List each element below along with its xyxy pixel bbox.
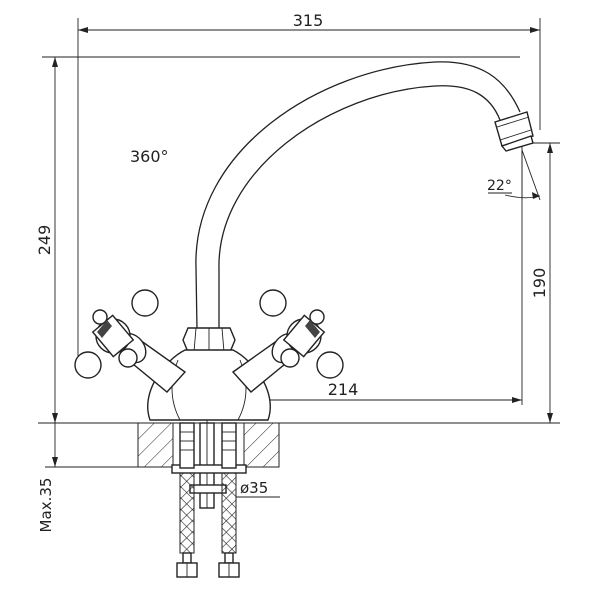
left-handle-knob-back	[92, 309, 108, 325]
right-handle-knob-back	[309, 309, 325, 325]
dimension-spout-height: 190	[520, 142, 560, 423]
left-handle-knob-left	[74, 351, 102, 379]
dimension-spout-reach: 315	[77, 11, 541, 360]
mounting-assembly	[171, 422, 247, 578]
dimension-max-deck: Max.35	[37, 423, 140, 532]
outlet-angle-label: 22°	[487, 178, 512, 194]
right-supply-hose	[218, 422, 240, 578]
left-cross-handle[interactable]	[74, 289, 159, 379]
right-handle-knob-top	[259, 289, 287, 317]
dimension-label-190: 190	[530, 268, 549, 299]
dimension-mount-hole: ø35	[236, 479, 280, 498]
outlet-angle-indicator: 22°	[487, 149, 541, 201]
dimension-label-max: Max.35	[37, 478, 55, 533]
swivel-angle-label: 360°	[130, 147, 169, 166]
mounting-deck	[137, 422, 280, 468]
spout-nut	[182, 327, 236, 353]
dimension-label-249: 249	[35, 225, 54, 256]
spout	[195, 61, 534, 331]
right-cross-handle[interactable]	[259, 289, 344, 379]
left-handle-knob-front	[118, 348, 138, 368]
left-handle-knob-top	[131, 289, 159, 317]
dimension-label-315: 315	[293, 11, 324, 30]
dimension-total-height: 249	[35, 56, 560, 424]
dimension-label-hole: ø35	[240, 479, 268, 497]
right-handle-knob-front	[280, 348, 300, 368]
right-handle-knob-right	[316, 351, 344, 379]
left-supply-hose	[176, 422, 198, 578]
aerator	[494, 111, 534, 152]
dimension-label-214: 214	[328, 380, 359, 399]
